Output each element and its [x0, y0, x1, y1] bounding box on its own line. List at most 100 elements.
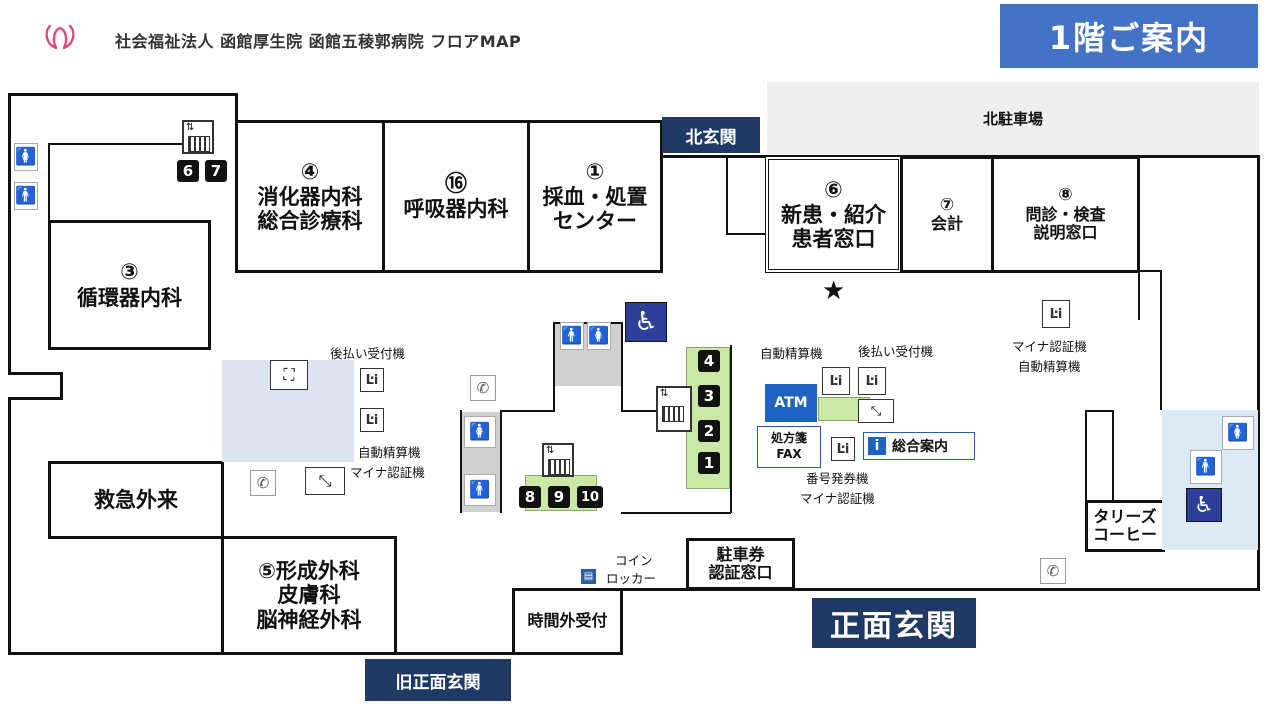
wall: [1160, 270, 1162, 410]
room-parking-ticket: 駐車券 認証窓口: [686, 538, 795, 590]
prescription-fax: 処方箋 FAX: [757, 426, 821, 468]
kiosk-icon: Ŀi: [360, 408, 384, 432]
wall: [726, 233, 768, 235]
room-emergency: 救急外来: [48, 461, 224, 539]
kiosk-icon: Ŀi: [1042, 300, 1070, 328]
prescription-label: 処方箋: [770, 431, 807, 446]
elevator-number: 4: [698, 350, 720, 372]
wall: [460, 410, 462, 513]
room-number: ①: [585, 159, 605, 185]
kiosk-icon: Ŀi: [360, 368, 384, 392]
womens-restroom-icon: 🚺: [14, 143, 38, 171]
kiosk-icon: Ŀi: [822, 367, 850, 395]
north-parking-area: 北駐車場: [767, 82, 1259, 158]
coin-locker-label: ロッカー: [606, 571, 657, 586]
mynumber-auth-label: マイナ認証機: [1012, 339, 1087, 354]
room-number: ④: [300, 159, 320, 185]
elevator-number: 8: [519, 486, 541, 508]
womens-restroom-icon: 🚺: [464, 416, 496, 448]
room-label: 患者窓口: [791, 227, 876, 252]
elevator-icon: ⇅: [542, 443, 574, 477]
wheelchair-accessible-icon: ♿: [1186, 488, 1222, 522]
room-accounting: ⑦ 会計: [900, 156, 994, 273]
information-desk: i 総合案内: [863, 432, 975, 460]
elevator-number: 2: [698, 420, 720, 442]
mynumber-auth-label: マイナ認証機: [350, 465, 425, 480]
escalator-icon: ⛶: [270, 360, 308, 390]
atm-label: ATM: [765, 384, 817, 422]
room-label: 会計: [930, 214, 963, 234]
wheelchair-accessible-icon: ♿: [625, 302, 667, 342]
wall: [1085, 410, 1112, 412]
room-cardiology: ③ 循環器内科: [48, 220, 211, 350]
wall: [1085, 410, 1087, 500]
elevator-icon: ⇅: [182, 120, 214, 154]
wall: [1138, 270, 1140, 320]
wall: [1257, 155, 1260, 590]
wall: [1138, 270, 1162, 272]
room-plastic-surgery: ⑤形成外科 皮膚科 脳神経外科: [221, 536, 397, 655]
room-tullys-coffee: タリーズ コーヒー: [1085, 500, 1165, 552]
room-gastro: ④ 消化器内科 総合診療科: [235, 120, 385, 273]
room-label: 脳神経外科: [256, 607, 362, 632]
kiosk-icon: Ŀi: [858, 367, 886, 395]
wall: [621, 410, 657, 412]
room-label: 消化器内科: [257, 185, 363, 209]
elevator-icon: ⇅: [656, 386, 692, 432]
north-entrance[interactable]: 北玄関: [662, 117, 760, 153]
elevator-number: 7: [205, 160, 227, 182]
room-label: 説明窓口: [1033, 223, 1098, 243]
wall: [500, 410, 555, 412]
room-consultation: ⑧ 問診・検査 説明窓口: [991, 156, 1140, 273]
wall: [8, 93, 11, 375]
coin-locker-label: コイン: [615, 553, 653, 568]
room-new-patient: ⑥ 新患・紹介 患者窓口: [765, 156, 902, 273]
fax-label: FAX: [776, 447, 802, 461]
wall: [8, 397, 11, 655]
room-label: タリーズ: [1093, 506, 1157, 526]
room-number: ⑯: [444, 171, 467, 197]
coin-locker-icon: ▤: [581, 569, 596, 584]
wall: [621, 322, 623, 412]
escalator-icon: ⤡: [858, 399, 894, 423]
room-label: 新患・紹介: [781, 203, 886, 227]
womens-restroom-icon: 🚺: [587, 322, 611, 350]
phone-icon: ✆: [470, 375, 496, 401]
room-number: ⑥: [824, 177, 843, 203]
room-label: ⑤形成外科: [258, 559, 360, 584]
floor-badge: 1階ご案内: [1000, 4, 1258, 68]
room-label: コーヒー: [1092, 525, 1157, 544]
postpay-machine-label: 後払い受付機: [858, 344, 934, 359]
elevator-number: 6: [177, 160, 199, 182]
escalator-icon: ⤡: [305, 467, 345, 495]
mens-restroom-icon: 🚹: [464, 474, 496, 506]
room-label: 時間外受付: [527, 611, 608, 631]
old-main-entrance[interactable]: 旧正面玄関: [365, 659, 511, 701]
phone-icon: ✆: [1040, 558, 1066, 584]
room-label: センター: [553, 209, 637, 234]
room-label: 駐車券: [716, 544, 765, 564]
kiosk-icon: Ŀi: [831, 437, 855, 461]
wall: [60, 372, 63, 400]
elevator-number: 1: [698, 452, 720, 474]
autopay-machine-label: 自動精算機: [1018, 359, 1081, 374]
room-label: 認証窓口: [708, 563, 773, 582]
room-number: ⑦: [939, 194, 955, 215]
wall: [500, 410, 502, 513]
room-label: 総合診療科: [257, 209, 363, 234]
header-title: 社会福祉法人 函館厚生院 函館五稜郭病院 フロアMAP: [115, 32, 522, 51]
mens-restroom-icon: 🚹: [1190, 450, 1222, 484]
room-after-hours: 時間外受付: [512, 588, 623, 655]
postpay-machine-label: 後払い受付機: [330, 346, 406, 361]
elevator-number: 9: [548, 486, 570, 508]
room-label: 救急外来: [94, 487, 178, 512]
wall: [8, 93, 238, 96]
information-desk-label: 総合案内: [892, 439, 948, 455]
hospital-logo-icon: [42, 22, 78, 52]
room-number: ⑧: [1058, 185, 1073, 206]
elevator-number: 10: [577, 486, 603, 508]
main-entrance[interactable]: 正面玄関: [812, 598, 976, 648]
ticket-machine-label: 番号発券機: [806, 471, 869, 486]
wall: [8, 397, 63, 400]
mens-restroom-icon: 🚹: [560, 322, 584, 350]
